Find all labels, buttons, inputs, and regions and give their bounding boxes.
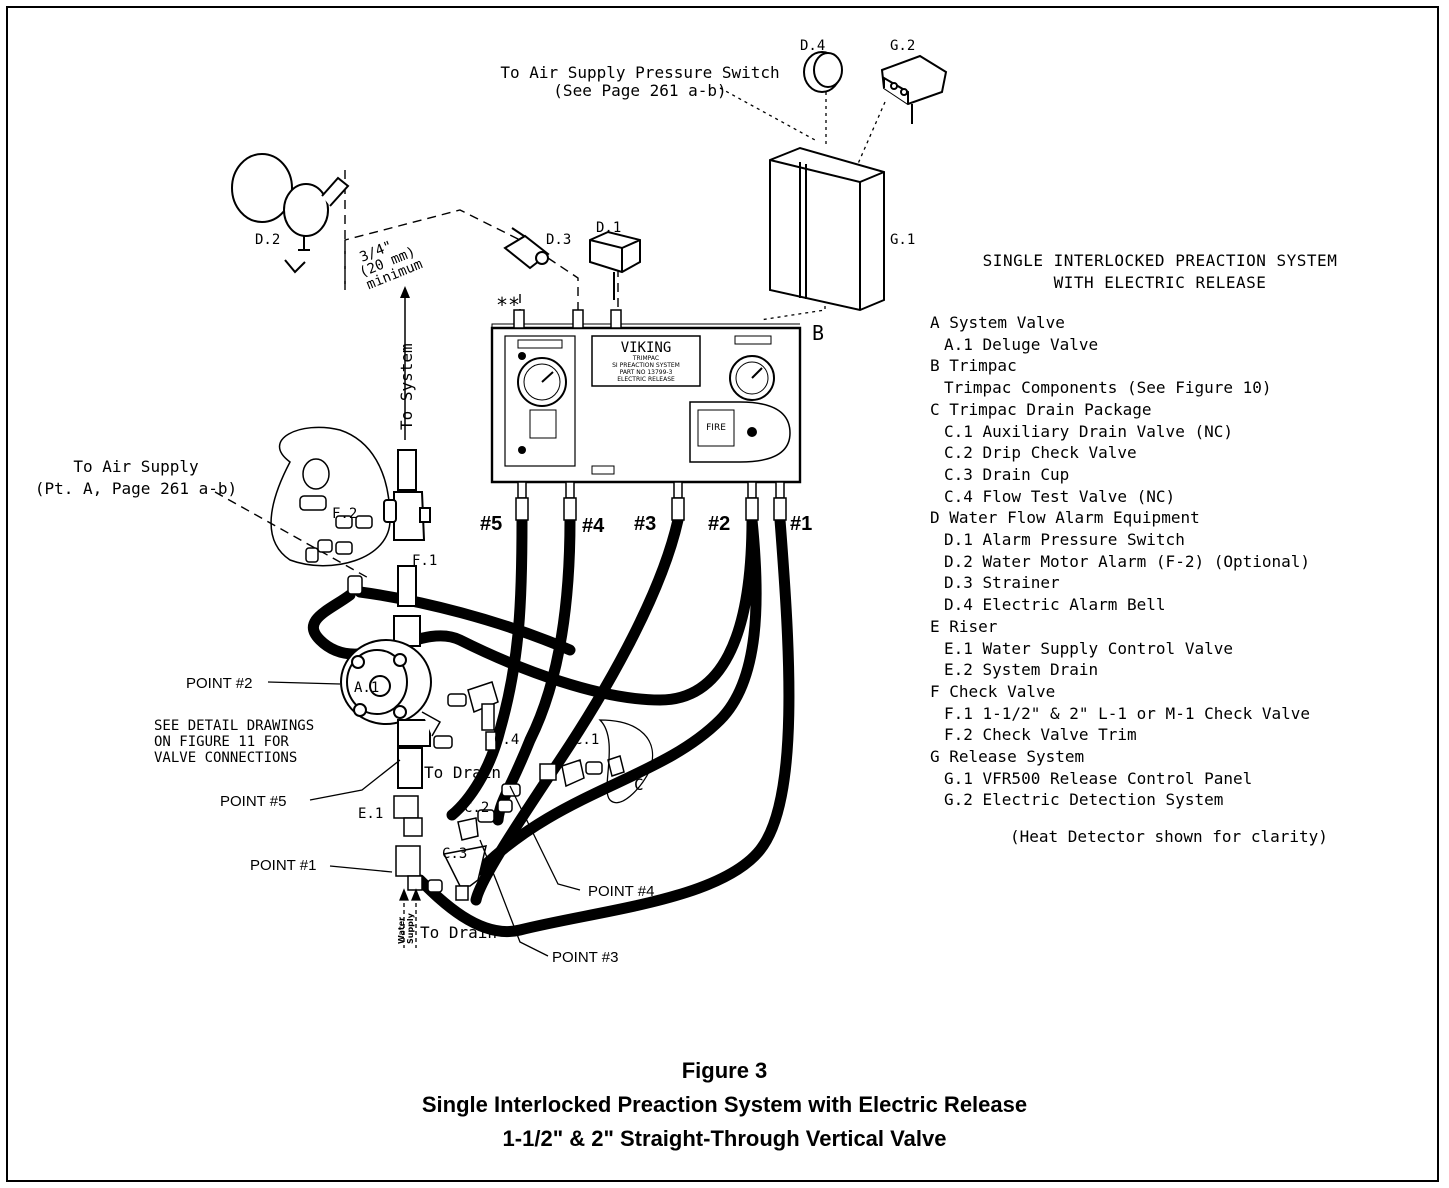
legend-item: F Check Valve <box>930 681 1056 701</box>
see-detail-line-2: ON FIGURE 11 FOR <box>154 734 289 750</box>
label-D3: D.3 <box>546 232 571 248</box>
port-4-label: #4 <box>582 515 605 537</box>
legend-item: G.2 Electric Detection System <box>944 790 1224 810</box>
air-supply-switch-label-2: (See Page 261 a-b) <box>553 81 726 100</box>
legend-item: E.1 Water Supply Control Valve <box>944 638 1233 658</box>
fire-label: FIRE <box>706 423 726 433</box>
legend-item: B Trimpac <box>930 356 1017 376</box>
label-F2: F.2 <box>332 506 357 522</box>
port-3-label: #3 <box>634 513 656 535</box>
release-control-panel-icon <box>769 146 885 312</box>
to-drain-label-1: To Drain <box>424 763 501 782</box>
label-C4: C.4 <box>494 732 519 748</box>
legend-item: C.2 Drip Check Valve <box>944 443 1137 463</box>
label-C3: C.3 <box>442 846 467 862</box>
hose-fittings <box>515 497 787 521</box>
deluge-valve-icon <box>340 639 432 789</box>
port-5-label: #5 <box>480 513 502 535</box>
label-G1: G.1 <box>890 232 915 248</box>
trimpac-plate-line-4: ELECTRIC RELEASE <box>617 376 675 383</box>
legend-item: F.2 Check Valve Trim <box>944 725 1137 745</box>
figure-subtitle: 1-1/2" & 2" Straight-Through Vertical Va… <box>502 1126 947 1151</box>
drain-package-outline <box>598 719 654 804</box>
legend-item: A.1 Deluge Valve <box>944 334 1099 354</box>
legend-item: A System Valve <box>930 313 1065 332</box>
see-detail-line-1: SEE DETAIL DRAWINGS <box>154 718 314 734</box>
label-G2: G.2 <box>890 38 915 54</box>
heat-detector-icon <box>880 54 948 124</box>
see-detail-line-3: VALVE CONNECTIONS <box>154 750 297 766</box>
electric-bell-icon <box>803 51 843 93</box>
asterisk-note: ** <box>496 293 520 317</box>
legend-item: E.2 System Drain <box>944 660 1099 680</box>
legend-item: C.3 Drain Cup <box>944 464 1070 484</box>
figure-number: Figure 3 <box>681 1058 768 1083</box>
label-C: C <box>634 775 644 794</box>
legend-title-1: SINGLE INTERLOCKED PREACTION SYSTEM <box>982 251 1338 270</box>
label-D2: D.2 <box>255 232 280 248</box>
check-valve-trim-icon <box>299 458 373 595</box>
label-C1: C.1 <box>574 732 599 748</box>
legend-item: C.4 Flow Test Valve (NC) <box>944 486 1176 506</box>
legend-item: D.4 Electric Alarm Bell <box>944 595 1166 615</box>
drain-package-icon <box>393 681 625 901</box>
strainer-icon <box>503 227 550 270</box>
legend: SINGLE INTERLOCKED PREACTION SYSTEM WITH… <box>930 250 1430 846</box>
port-1-label: #1 <box>790 513 812 535</box>
to-air-supply-label-2: (Pt. A, Page 261 a-b) <box>35 479 237 498</box>
figure-frame <box>6 6 1439 1182</box>
point-leaders <box>267 681 581 957</box>
braided-hoses <box>308 514 795 937</box>
legend-item: C Trimpac Drain Package <box>930 399 1152 419</box>
to-air-supply-label-1: To Air Supply <box>73 457 199 476</box>
legend-item: G Release System <box>930 747 1085 767</box>
water-motor-alarm-icon <box>231 153 350 274</box>
legend-item: D.2 Water Motor Alarm (F-2) (Optional) <box>944 551 1311 571</box>
alarm-pressure-switch-icon <box>589 230 641 300</box>
label-E1: E.1 <box>358 806 383 822</box>
legend-item: D.3 Strainer <box>944 573 1060 593</box>
point-5-label: POINT #5 <box>220 793 286 810</box>
figure-title: Single Interlocked Preaction System with… <box>421 1092 1028 1117</box>
legend-item: Trimpac Components (See Figure 10) <box>944 378 1272 398</box>
label-C2: C.2 <box>464 800 489 816</box>
port-2-label: #2 <box>708 513 730 535</box>
legend-item: E Riser <box>930 616 998 636</box>
figure-caption: Figure 3 Single Interlocked Preaction Sy… <box>0 1054 1449 1156</box>
water-supply-arrows <box>399 888 421 948</box>
check-valve-icon <box>383 449 431 647</box>
trimpac-cabinet: VIKING TRIMPAC SI PREACTION SYSTEM PART … <box>490 309 802 499</box>
label-D1: D.1 <box>596 220 621 236</box>
legend-item: F.1 1-1/2" & 2" L-1 or M-1 Check Valve <box>944 703 1311 723</box>
trimpac-plate-line-2: SI PREACTION SYSTEM <box>612 362 680 369</box>
to-system-label: To System <box>397 343 416 430</box>
legend-item: C.1 Auxiliary Drain Valve (NC) <box>944 421 1233 441</box>
legend-note: (Heat Detector shown for clarity) <box>1010 827 1328 847</box>
air-supply-switch-label-1: To Air Supply Pressure Switch <box>500 63 779 82</box>
label-B: B <box>812 321 824 345</box>
to-system-arrow: To System <box>397 286 416 440</box>
trimpac-plate-line-3: PART NO 13799-3 <box>620 369 673 376</box>
point-4-label: POINT #4 <box>588 883 654 900</box>
legend-item: D.1 Alarm Pressure Switch <box>944 530 1185 550</box>
point-2-label: POINT #2 <box>186 675 252 692</box>
legend-title-2: WITH ELECTRIC RELEASE <box>1053 273 1267 292</box>
label-D4: D.4 <box>800 38 825 54</box>
water-supply-label-2: Supply <box>406 912 415 944</box>
point-3-label: POINT #3 <box>552 949 618 966</box>
legend-item: G.1 VFR500 Release Control Panel <box>944 768 1253 788</box>
to-drain-label-2: To Drain <box>420 923 497 942</box>
point-1-label: POINT #1 <box>250 857 316 874</box>
trimpac-brand: VIKING <box>621 340 672 356</box>
water-supply-label-1: Water <box>397 917 406 944</box>
label-A1: A.1 <box>354 680 379 696</box>
label-F1: F.1 <box>412 553 437 569</box>
legend-item: D Water Flow Alarm Equipment <box>930 508 1200 528</box>
min-dimension-label: 3/4" (20 mm) minimum <box>357 238 425 293</box>
trimpac-plate-line-1: TRIMPAC <box>632 355 659 362</box>
